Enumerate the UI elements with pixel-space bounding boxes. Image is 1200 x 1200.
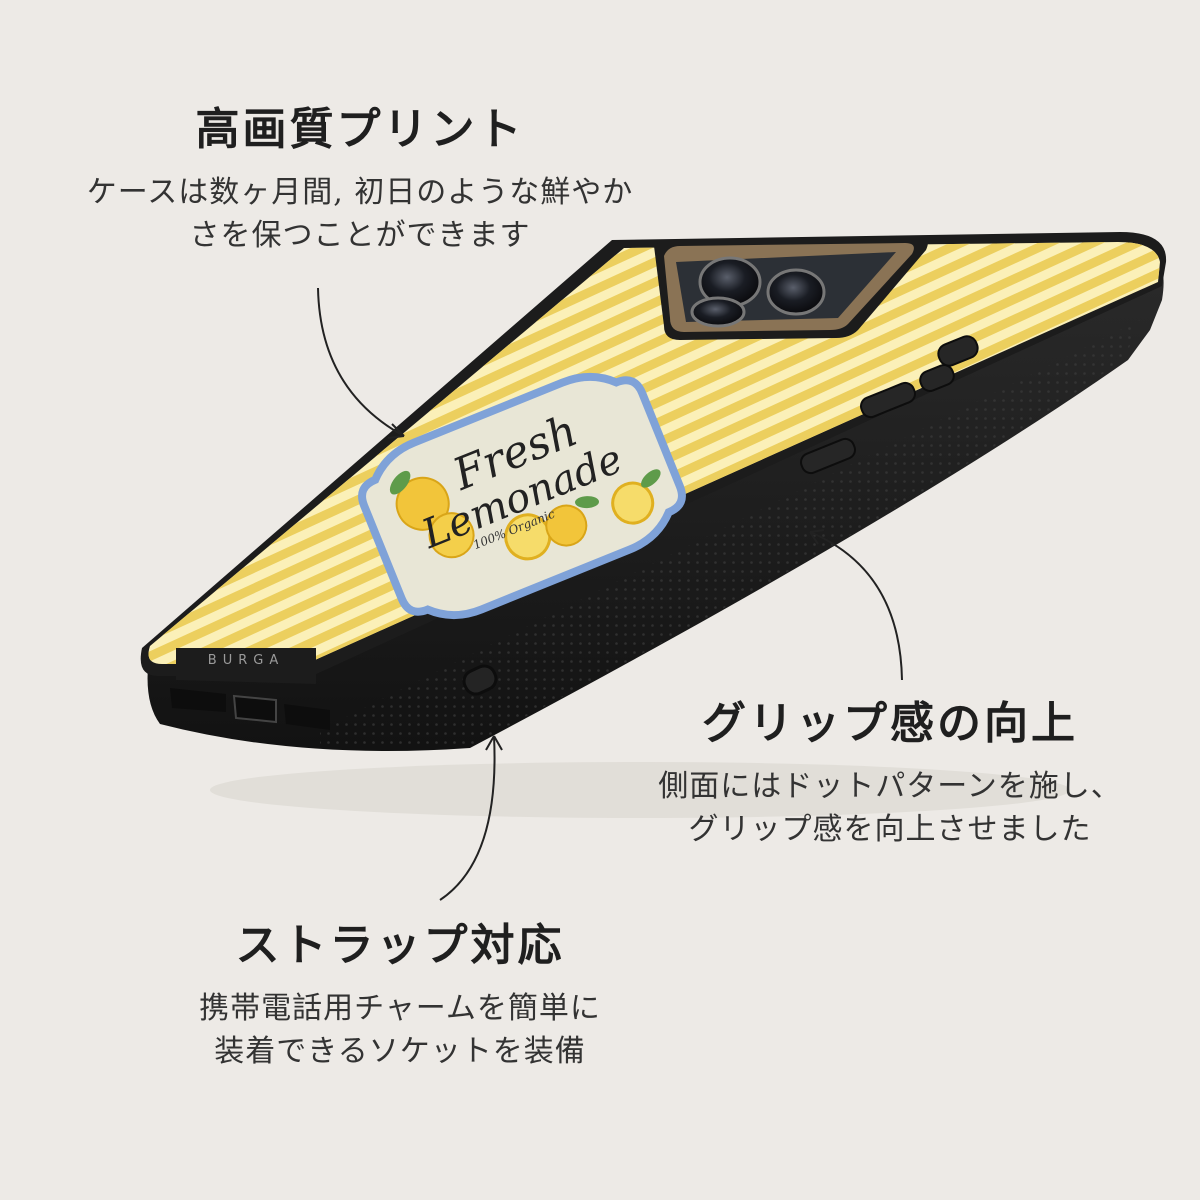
arrow-head-icon (485, 735, 503, 751)
feature-description: 携帯電話用チャームを簡単に 装着できるソケットを装備 (110, 987, 690, 1074)
lemon-icon (428, 512, 475, 559)
feature-description-line: 側面にはドットパターンを施し、 (658, 768, 1122, 804)
leaf-icon (641, 469, 661, 488)
arrow-head-icon (809, 529, 825, 545)
feature-description: ケースは数ヶ月間, 初日のような鮮やか さを保つことができます (40, 171, 680, 258)
mute-switch (919, 364, 955, 392)
fresh-lemonade-label: Fresh Lemonade 100% Organic (358, 372, 686, 620)
lemon-slice-icon (611, 481, 655, 525)
arrow-to-grip (809, 531, 903, 681)
feature-title: ストラップ対応 (235, 920, 565, 971)
feature-print-quality: 高画質プリント ケースは数ヶ月間, 初日のような鮮やか さを保つことができます (40, 104, 680, 258)
brand-tab (176, 648, 316, 684)
lemon-icon (545, 504, 588, 547)
arrow-to-strap (439, 735, 496, 901)
grip-dot-pattern (320, 320, 1140, 748)
strap-socket-icon (462, 664, 498, 696)
arrow-head-icon (387, 423, 405, 439)
feature-strap: ストラップ対応 携帯電話用チャームを簡単に 装着できるソケットを装備 (110, 920, 690, 1074)
charging-port (232, 694, 277, 724)
arrow-to-print (317, 287, 405, 437)
feature-description-line: グリップ感を向上させました (688, 812, 1092, 848)
feature-description: 側面にはドットパターンを施し、 グリップ感を向上させました (600, 765, 1180, 852)
speaker-grille (170, 688, 226, 712)
leaf-icon (575, 496, 600, 509)
speaker-grille (284, 704, 330, 730)
phone-shadow (210, 762, 1070, 818)
feature-description-line: さを保つことができます (189, 218, 531, 254)
feature-title: グリップ感の向上 (702, 698, 1078, 749)
volume-button (800, 437, 856, 475)
feature-description-line: 携帯電話用チャームを簡単に (199, 990, 601, 1026)
feature-description-line: 装着できるソケットを装備 (214, 1034, 586, 1070)
feature-title: 高画質プリント (195, 104, 525, 155)
camera-lens-icon (690, 296, 746, 328)
brand-logo-text: BURGA (208, 653, 284, 668)
feature-grip: グリップ感の向上 側面にはドットパターンを施し、 グリップ感を向上させました (600, 698, 1180, 852)
side-button (937, 335, 979, 367)
camera-lens-icon (766, 268, 826, 316)
leaf-icon (389, 470, 411, 495)
feature-description-line: ケースは数ヶ月間, 初日のような鮮やか (86, 174, 634, 210)
volume-button (860, 381, 916, 419)
